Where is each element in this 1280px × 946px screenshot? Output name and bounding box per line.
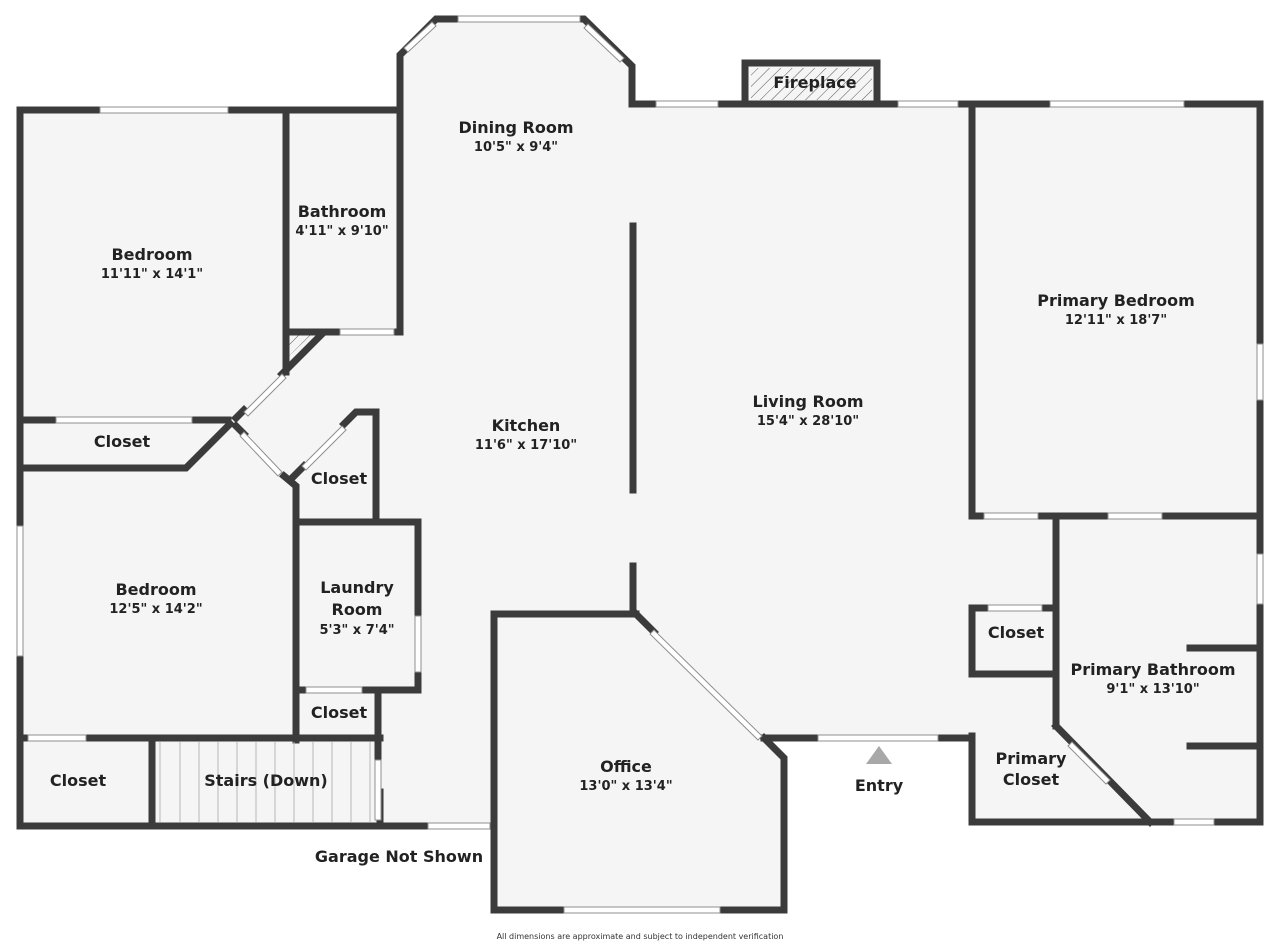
room-dimensions: 12'5" x 14'2": [109, 602, 202, 617]
closet-label-primary: Closet: [988, 623, 1045, 642]
room-dimensions: 15'4" x 28'10": [757, 414, 859, 429]
closet-label-hall: Closet: [311, 469, 368, 488]
room-name: Office: [600, 757, 652, 776]
room-name: Primary Bathroom: [1070, 660, 1235, 679]
closet-label-corner: Closet: [50, 771, 107, 790]
room-dimensions: 4'11" x 9'10": [295, 224, 388, 239]
room-name: Bedroom: [115, 580, 196, 599]
fireplace-label: Fireplace: [773, 73, 856, 92]
closet-label-bedroom: Closet: [94, 432, 151, 451]
room-dimensions: 12'11" x 18'7": [1065, 313, 1167, 328]
room-name: Kitchen: [492, 416, 561, 435]
room-primary-bathroom: Primary Bathroom 9'1" x 13'10": [1070, 660, 1235, 697]
room-laundry: Laundry Room 5'3" x 7'4": [319, 578, 394, 638]
room-office: Office 13'0" x 13'4": [579, 757, 672, 794]
room-name: Living Room: [753, 392, 864, 411]
room-name: Bedroom: [111, 245, 192, 264]
room-dimensions: 5'3" x 7'4": [319, 623, 394, 638]
room-dimensions: 10'5" x 9'4": [474, 140, 558, 155]
room-dimensions: 13'0" x 13'4": [579, 779, 672, 794]
stairs-label: Stairs (Down): [204, 771, 328, 790]
room-bathroom: Bathroom 4'11" x 9'10": [295, 202, 388, 239]
room-dimensions: 9'1" x 13'10": [1106, 682, 1199, 697]
garage-note: Garage Not Shown: [315, 847, 483, 866]
stairs-treads: [159, 742, 371, 822]
footnote: All dimensions are approximate and subje…: [496, 932, 784, 941]
room-dimensions: 11'11" x 14'1": [101, 267, 203, 282]
room-name-line1: Laundry: [320, 578, 394, 597]
fireplace-hearth: [751, 68, 872, 100]
hatched-chase: [289, 334, 312, 356]
room-primary-bedroom: Primary Bedroom 12'11" x 18'7": [1037, 291, 1195, 328]
room-name: Dining Room: [458, 118, 573, 137]
entry-label: Entry: [855, 776, 904, 795]
primary-closet-label-line2: Closet: [1003, 770, 1060, 789]
room-bedroom-upper: Bedroom 11'11" x 14'1": [101, 245, 203, 282]
entry-arrow-icon: [866, 746, 892, 764]
room-dining: Dining Room 10'5" x 9'4": [458, 118, 573, 155]
room-dimensions: 11'6" x 17'10": [475, 438, 577, 453]
room-name-line2: Room: [332, 600, 383, 619]
room-kitchen: Kitchen 11'6" x 17'10": [475, 416, 577, 453]
room-name: Primary Bedroom: [1037, 291, 1195, 310]
closet-label-laundry: Closet: [311, 703, 368, 722]
primary-closet-label-line1: Primary: [996, 749, 1067, 768]
room-living: Living Room 15'4" x 28'10": [753, 392, 864, 429]
room-name: Bathroom: [298, 202, 387, 221]
room-bedroom-lower: Bedroom 12'5" x 14'2": [109, 580, 202, 617]
windows: [16, 15, 1264, 914]
